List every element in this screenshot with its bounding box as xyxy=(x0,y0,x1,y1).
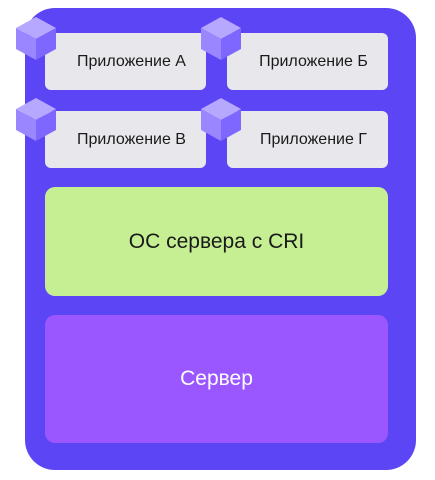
cube-icon xyxy=(201,17,241,60)
app-box-v: Приложение В xyxy=(45,111,206,168)
app-box-g: Приложение Г xyxy=(227,111,388,168)
cube-icon xyxy=(201,98,241,141)
os-label: ОС сервера с CRI xyxy=(128,229,305,253)
app-label-b: Приложение Б xyxy=(259,52,368,70)
app-label-a: Приложение А xyxy=(77,52,186,70)
cube-icon xyxy=(16,17,56,60)
app-box-b: Приложение Б xyxy=(227,33,388,90)
cube-icon xyxy=(16,98,56,141)
server-label: Сервер xyxy=(180,367,253,390)
server-layer: Сервер xyxy=(45,315,388,443)
app-box-a: Приложение А xyxy=(45,33,206,90)
app-label-v: Приложение В xyxy=(77,130,186,148)
os-layer: ОС сервера с CRI xyxy=(45,187,388,296)
app-label-g: Приложение Г xyxy=(260,130,367,148)
